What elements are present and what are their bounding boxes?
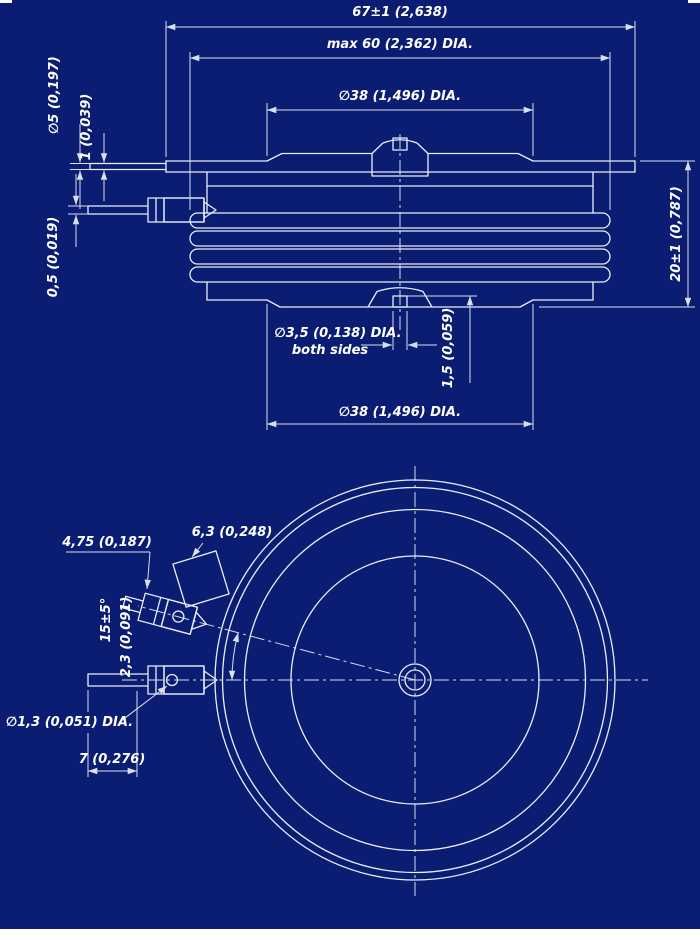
terminal-tip xyxy=(203,201,217,219)
dim-pole-face-top-label: ∅38 (1,496) DIA. xyxy=(339,89,461,104)
dim-max-body-dia: max 60 (2,362) DIA. xyxy=(189,37,611,210)
dim-gate-tube-label: ∅5 (0,197) xyxy=(47,56,62,134)
dim-height-label: 20±1 (0,787) xyxy=(669,186,684,282)
dim-tab-thickness: 2,3 (0,091) xyxy=(119,597,134,678)
dim-terminal-length-label: 7 (0,276) xyxy=(79,752,146,767)
fin-4 xyxy=(189,266,611,283)
dim-recess-depth-label: 1,5 (0,059) xyxy=(441,308,456,389)
dim-center-hole: ∅3,5 (0,138) DIA. both sides xyxy=(274,311,437,358)
wire-circle xyxy=(165,673,179,687)
dim-gate-tube: ∅5 (0,197) xyxy=(47,56,90,209)
dim-lead-angle-label: 15±5° xyxy=(99,598,114,643)
body-circles xyxy=(214,479,616,881)
gate-hole-bottom xyxy=(392,295,408,308)
dim-pole-face-bottom-label: ∅38 (1,496) DIA. xyxy=(339,405,461,420)
gate-tab xyxy=(172,550,230,608)
top-view: 6,3 (0,248) 4,75 (0,187) 15±5° 2,3 (0,09… xyxy=(6,466,648,896)
dim-wire-dia: ∅1,3 (0,051) DIA. xyxy=(6,685,168,730)
dim-lead-thickness: 1 (0,039) xyxy=(79,94,108,201)
dim-terminal-width: 4,75 (0,187) xyxy=(61,535,152,590)
dim-overall-dia-label: 67±1 (2,638) xyxy=(352,5,448,20)
cathode-pole-face xyxy=(266,299,534,308)
fin-3 xyxy=(189,248,611,265)
gate-hole-top xyxy=(392,137,408,151)
dim-height: 20±1 (0,787) xyxy=(539,160,695,308)
gate-boss-bottom xyxy=(367,287,433,308)
dim-pole-face-bottom: ∅38 (1,496) DIA. xyxy=(266,304,534,430)
gate-terminal-horizontal xyxy=(87,665,218,695)
fin-2 xyxy=(189,230,611,247)
dim-recess-depth: 1,5 (0,059) xyxy=(407,295,477,389)
dim-wire-dia-label: ∅1,3 (0,051) DIA. xyxy=(6,715,133,730)
dim-tab-width-label: 6,3 (0,248) xyxy=(192,525,273,540)
dim-center-hole-note: both sides xyxy=(292,343,369,358)
terminal-tip xyxy=(203,670,218,690)
center-hole-circle xyxy=(398,663,432,697)
dim-lead-angle: 15±5° xyxy=(99,598,239,681)
dim-pole-face-top: ∅38 (1,496) DIA. xyxy=(266,89,534,156)
dim-max-body-dia-label: max 60 (2,362) DIA. xyxy=(327,37,473,52)
gate-terminal-angled xyxy=(122,592,208,635)
upper-lead xyxy=(89,162,167,171)
dim-tab-thickness-label: 2,3 (0,091) xyxy=(119,597,134,678)
dim-lead-thickness-label: 1 (0,039) xyxy=(79,94,94,161)
terminal-tip xyxy=(190,611,208,631)
outer-dia-circle xyxy=(214,479,616,881)
ceramic-body xyxy=(189,171,611,301)
dim-terminal-width-label: 4,75 (0,187) xyxy=(61,535,152,550)
gate-boss-top xyxy=(371,137,429,177)
gate-lead-side xyxy=(87,197,217,223)
dim-center-hole-label: ∅3,5 (0,138) DIA. xyxy=(274,326,401,341)
fin-1 xyxy=(189,212,611,229)
gate-axis-centerline xyxy=(137,605,416,681)
dim-overall-dia: 67±1 (2,638) xyxy=(165,5,636,157)
flange xyxy=(165,160,636,173)
anode-pole-face xyxy=(266,152,534,162)
dim-lead-strip-label: 0,5 (0,019) xyxy=(46,217,61,298)
dim-tab-width: 6,3 (0,248) xyxy=(191,525,273,558)
side-view: 67±1 (2,638) max 60 (2,362) DIA. ∅38 (1,… xyxy=(46,5,695,430)
dim-terminal-length: 7 (0,276) xyxy=(79,690,146,777)
pole-face-circle xyxy=(290,555,540,805)
dim-lead-strip: 0,5 (0,019) xyxy=(46,174,88,297)
gate-wire-circle xyxy=(172,610,185,623)
